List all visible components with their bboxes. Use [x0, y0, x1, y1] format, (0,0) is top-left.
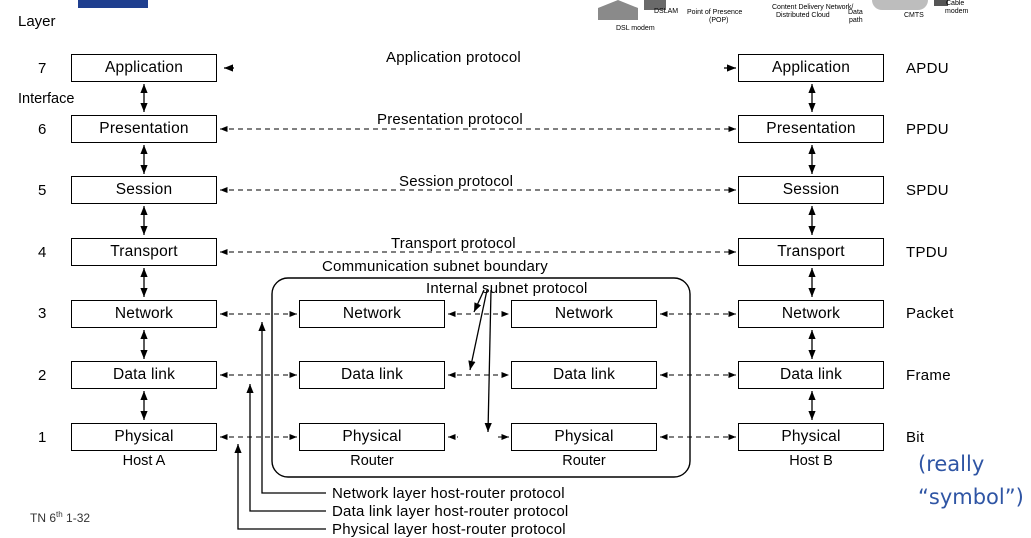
- host-a-network-box: Network: [71, 300, 217, 328]
- layer-number: 4: [38, 244, 47, 261]
- layer-number: 5: [38, 182, 47, 199]
- host-a-session-box: Session: [71, 176, 217, 204]
- layer-number: 6: [38, 121, 47, 138]
- distributed-cloud-label: Distributed Cloud: [776, 12, 830, 19]
- pop-abbrev-label: (POP): [709, 17, 729, 24]
- building-icon: [598, 0, 638, 20]
- subnet-boundary-label: Communication subnet boundary: [322, 258, 548, 275]
- pop-label: Point of Presence: [687, 9, 743, 16]
- dsl-modem-label: DSL modem: [616, 25, 655, 32]
- host-a-label: Host A: [122, 453, 166, 469]
- really-note: (really: [918, 452, 985, 476]
- layer-heading: Layer: [18, 13, 56, 30]
- pdu-label: TPDU: [906, 244, 949, 261]
- presentation-protocol-label: Presentation protocol: [377, 111, 523, 128]
- host-b-network-box: Network: [738, 300, 884, 328]
- pdu-label: Frame: [906, 367, 951, 384]
- host-b-session-box: Session: [738, 176, 884, 204]
- host-a-presentation-box: Presentation: [71, 115, 217, 143]
- layer-number: 7: [38, 60, 47, 77]
- layer-number: 2: [38, 367, 47, 384]
- host-b-transport-box: Transport: [738, 238, 884, 266]
- host-a-transport-box: Transport: [71, 238, 217, 266]
- pdu-label: APDU: [906, 60, 949, 77]
- internal-subnet-protocol-label: Internal subnet protocol: [426, 280, 588, 297]
- router-2-data-link-box: Data link: [511, 361, 657, 389]
- cable-label: Cable: [946, 0, 965, 7]
- cmts-label: CMTS: [904, 12, 924, 19]
- pdu-label: PPDU: [906, 121, 949, 138]
- host-a-data-link-box: Data link: [71, 361, 217, 389]
- router-1-label: Router: [350, 453, 394, 469]
- layer-number: 1: [38, 429, 47, 446]
- host-b-data-link-box: Data link: [738, 361, 884, 389]
- host-b-application-box: Application: [738, 54, 884, 82]
- host-b-presentation-box: Presentation: [738, 115, 884, 143]
- router-2-network-box: Network: [511, 300, 657, 328]
- cable-modem-icon: [934, 0, 948, 6]
- data-link-host-router-protocol-label: Data link layer host-router protocol: [332, 503, 569, 520]
- dslam-label: DSLAM: [654, 8, 679, 15]
- footer-superscript: th: [56, 510, 63, 519]
- router-2-label: Router: [562, 453, 606, 469]
- interface-label: Interface: [18, 91, 75, 107]
- footer-prefix: TN 6: [30, 511, 57, 525]
- router-2-physical-box: Physical: [511, 423, 657, 451]
- symbol-note: “symbol”): [918, 485, 1024, 509]
- physical-host-router-protocol-label: Physical layer host-router protocol: [332, 521, 566, 538]
- pdu-label: Bit: [906, 429, 925, 446]
- slide-footer: TN 6th 1-32: [30, 510, 90, 525]
- transport-protocol-label: Transport protocol: [391, 235, 516, 252]
- session-protocol-label: Session protocol: [399, 173, 514, 190]
- cloud-icon: [872, 0, 928, 10]
- pdu-label: Packet: [906, 305, 954, 322]
- host-a-application-box: Application: [71, 54, 217, 82]
- router-1-network-box: Network: [299, 300, 445, 328]
- router-1-physical-box: Physical: [299, 423, 445, 451]
- layer-number: 3: [38, 305, 47, 322]
- application-protocol-label: Application protocol: [386, 49, 521, 66]
- dslam-icon: [644, 0, 666, 10]
- data-path-label-2: path: [849, 17, 863, 24]
- router-1-data-link-box: Data link: [299, 361, 445, 389]
- cdn-label: Content Delivery Network/: [772, 4, 854, 11]
- host-b-physical-box: Physical: [738, 423, 884, 451]
- host-a-physical-box: Physical: [71, 423, 217, 451]
- data-path-label-1: Data: [848, 9, 863, 16]
- network-host-router-protocol-label: Network layer host-router protocol: [332, 485, 565, 502]
- host-b-label: Host B: [789, 453, 833, 469]
- pdu-label: SPDU: [906, 182, 949, 199]
- footer-suffix: 1-32: [62, 511, 91, 525]
- modem-label: modem: [945, 8, 969, 15]
- header-accent-bar: [78, 0, 148, 8]
